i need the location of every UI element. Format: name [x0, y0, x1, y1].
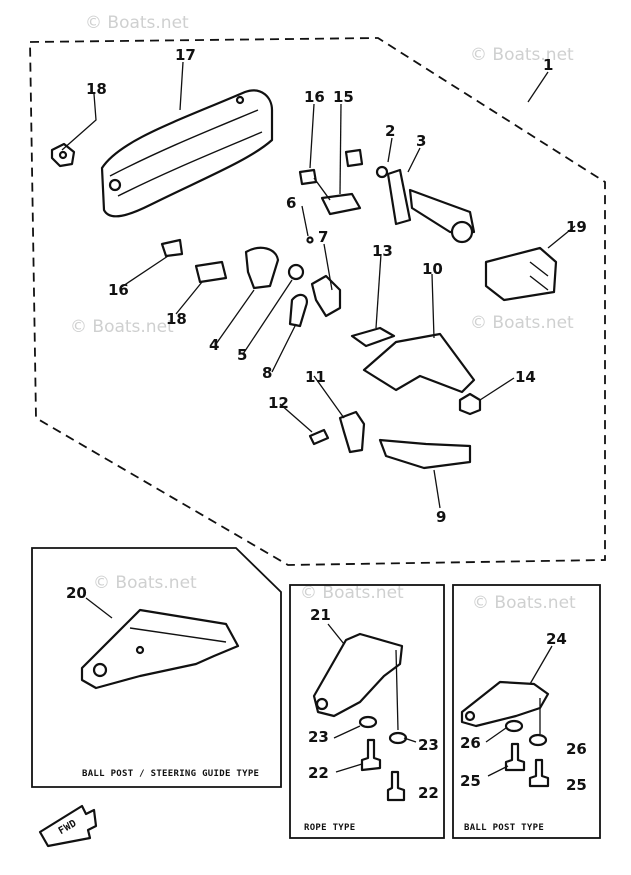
- leader-26a: [485, 727, 507, 743]
- callout-14: 14: [515, 368, 536, 386]
- leader-25a: [487, 765, 509, 777]
- part-7-lever: [310, 274, 342, 318]
- part-17-cover: [100, 89, 274, 218]
- callout-23-right: 23: [418, 736, 439, 754]
- leader-21b: [395, 649, 399, 731]
- leader-23a: [333, 725, 361, 739]
- fwd-arrow-icon: FWD: [38, 804, 98, 848]
- part-21-bracket: [312, 632, 404, 718]
- callout-22-right: 22: [418, 784, 439, 802]
- part-11-lever: [338, 410, 366, 454]
- callout-19: 19: [566, 218, 587, 236]
- part-3-switch: [344, 148, 476, 244]
- callout-11: 11: [305, 368, 326, 386]
- callout-23: 23: [308, 728, 329, 746]
- callout-17: 17: [175, 46, 196, 64]
- part-6-pin: [306, 236, 314, 244]
- part-22-bolt: [360, 738, 406, 802]
- callout-16: 16: [304, 88, 325, 106]
- callout-18: 18: [86, 80, 107, 98]
- part-23-washer: [358, 715, 408, 745]
- part-9-bracket: [378, 438, 472, 470]
- leader-lines: [61, 61, 576, 509]
- part-4-plate: [244, 246, 280, 290]
- callout-25: 25: [460, 772, 481, 790]
- part-14-nut: [458, 392, 482, 416]
- callout-9: 9: [436, 508, 446, 526]
- callout-6: 6: [286, 194, 296, 212]
- leader-24: [529, 645, 553, 685]
- leader-21: [327, 623, 345, 645]
- part-26-washer: [504, 719, 548, 747]
- callout-8: 8: [262, 364, 272, 382]
- watermark: © Boats.net: [93, 573, 197, 593]
- callout-7: 7: [318, 228, 328, 246]
- part-10-bracket: [362, 332, 476, 394]
- caption-ball-post-steering: BALL POST / STEERING GUIDE TYPE: [82, 769, 259, 779]
- inset-box-ball-post-steering: [31, 547, 282, 788]
- caption-rope: ROPE TYPE: [304, 823, 355, 833]
- part-13-spring: [350, 326, 396, 348]
- watermark: © Boats.net: [300, 583, 404, 603]
- part-15-holder-lower: [160, 238, 228, 284]
- callout-26-right: 26: [566, 740, 587, 758]
- callout-20: 20: [66, 584, 87, 602]
- inset-box-ball-post: [452, 584, 601, 839]
- caption-ball-post: BALL POST TYPE: [464, 823, 544, 833]
- callout-1: 1: [543, 56, 553, 74]
- part-5-washer: [287, 263, 305, 281]
- watermark: © Boats.net: [470, 313, 574, 333]
- callout-13: 13: [372, 242, 393, 260]
- leader-20: [85, 597, 113, 619]
- callout-18-lower: 18: [166, 310, 187, 328]
- callout-4: 4: [209, 336, 219, 354]
- callout-12: 12: [268, 394, 289, 412]
- leader-22a: [335, 763, 363, 773]
- callout-16-lower: 16: [108, 281, 129, 299]
- part-20-bracket: [80, 608, 240, 690]
- part-15-holder-upper: [298, 168, 362, 216]
- leader-23b: [403, 737, 417, 743]
- callout-21: 21: [310, 606, 331, 624]
- callout-15: 15: [333, 88, 354, 106]
- watermark: © Boats.net: [85, 13, 189, 33]
- part-8-link: [288, 293, 308, 328]
- part-19-switch-plug: [484, 246, 558, 302]
- callout-26: 26: [460, 734, 481, 752]
- assembly-boundary: [29, 37, 606, 566]
- callout-22: 22: [308, 764, 329, 782]
- part-18-grommet: [50, 142, 76, 168]
- part-12-pin: [308, 428, 330, 446]
- part-25-bolt: [504, 742, 550, 788]
- callout-24: 24: [546, 630, 567, 648]
- inset-box-rope: [289, 584, 445, 839]
- callout-25-right: 25: [566, 776, 587, 794]
- watermark: © Boats.net: [70, 317, 174, 337]
- callout-10: 10: [422, 260, 443, 278]
- watermark: © Boats.net: [470, 45, 574, 65]
- part-24-bracket: [460, 680, 550, 728]
- callout-3: 3: [416, 132, 426, 150]
- callout-2: 2: [385, 122, 395, 140]
- callout-5: 5: [237, 346, 247, 364]
- watermark: © Boats.net: [472, 593, 576, 613]
